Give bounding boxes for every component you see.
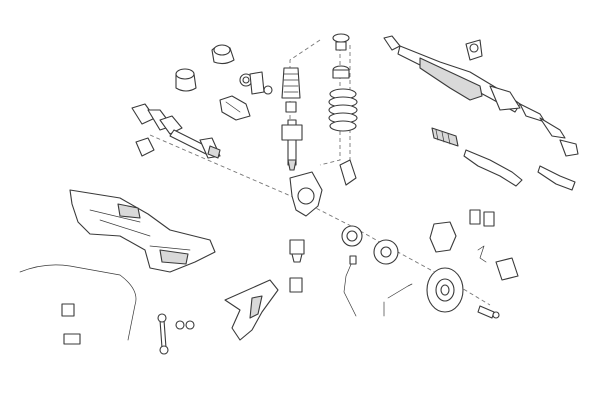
boot-clamp	[239, 73, 253, 87]
rack-mount-bushing	[465, 39, 483, 61]
axle-nut	[249, 71, 265, 95]
inner-tie-rod	[431, 127, 459, 147]
brake-caliper	[429, 221, 457, 253]
tie-rod-end-right	[559, 139, 579, 157]
strut-mount	[332, 33, 350, 51]
ball-joint	[289, 239, 305, 263]
brake-disc	[426, 267, 464, 313]
control-arm	[224, 279, 279, 341]
strut-assembly	[281, 119, 303, 171]
cv-joint	[175, 68, 197, 92]
wear-indicator	[477, 245, 487, 263]
brake-pads	[469, 209, 495, 227]
caliper-bolt	[477, 305, 500, 319]
tie-rod-end-left	[463, 149, 523, 187]
cv-joint-boot	[211, 44, 235, 65]
wheel-hub	[373, 239, 399, 265]
rack-boot	[519, 103, 566, 139]
wheel-bearing	[341, 225, 363, 247]
steering-rack	[383, 35, 521, 113]
brake-hose	[343, 255, 357, 317]
stabilizer-bar	[19, 264, 137, 341]
strut-bearing	[332, 65, 350, 79]
spring-seat	[339, 159, 357, 186]
coil-spring	[328, 88, 358, 132]
caliper-bracket	[495, 257, 519, 281]
abs-sensor	[383, 283, 413, 317]
boot-clamp-2	[135, 137, 155, 157]
steering-knuckle	[289, 171, 323, 217]
control-arm-bushing	[289, 277, 303, 293]
stabilizer-link-2	[175, 320, 195, 330]
bump-stop	[285, 101, 297, 113]
stabilizer-bushing	[61, 303, 81, 345]
stabilizer-link	[157, 313, 169, 355]
front-subframe	[69, 189, 216, 273]
cv-joint-boot-2	[219, 95, 251, 121]
drive-shaft	[131, 103, 221, 159]
dust-cover	[281, 67, 301, 99]
tie-rod-end-2	[537, 165, 576, 191]
axle-nut-small	[263, 85, 273, 95]
